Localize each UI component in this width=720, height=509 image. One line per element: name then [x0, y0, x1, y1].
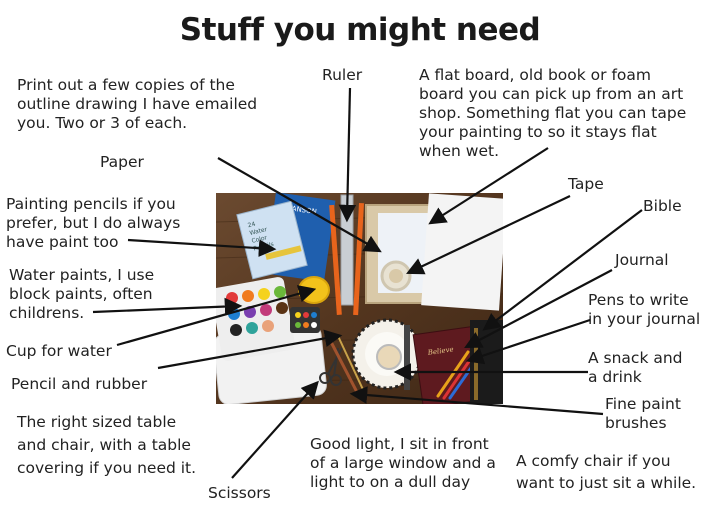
label-flat-board: A flat board, old book or foam board you…	[419, 66, 687, 160]
drink-cup	[376, 344, 402, 370]
label-pencil-rubber: Pencil and rubber	[11, 375, 148, 393]
arrow-water-paints	[92, 297, 243, 316]
label-print-out: Print out a few copies of the outline dr…	[17, 76, 258, 132]
label-journal: Journal	[615, 251, 669, 269]
arrow-cup	[116, 285, 317, 347]
label-cup: Cup for water	[6, 342, 112, 360]
arrow-journal	[464, 269, 613, 349]
arrow-flat-board	[428, 147, 549, 225]
arrow-ruler	[338, 87, 357, 223]
label-tape: Tape	[568, 175, 604, 193]
arrow-tape	[406, 195, 571, 275]
label-scissors: Scissors	[208, 484, 271, 502]
svg-text:Water: Water	[249, 226, 268, 237]
label-comfy-chair: A comfy chair if you want to just sit a …	[516, 452, 697, 492]
label-light: Good light, I sit in front of a large wi…	[310, 435, 496, 491]
arrow-bible	[482, 209, 643, 331]
label-paper: Paper	[100, 153, 144, 171]
page-title: Stuff you might need	[179, 12, 541, 48]
label-pens: Pens to write in your journal	[588, 291, 701, 328]
label-ruler: Ruler	[322, 66, 363, 84]
label-brushes: Fine paint brushes	[605, 395, 681, 432]
label-snack: A snack and a drink	[588, 349, 683, 386]
arrow-painting-pencils	[127, 238, 277, 257]
arrow-paper	[217, 157, 382, 253]
label-water-paints: Water paints, I use block paints, often …	[9, 266, 155, 322]
label-table: The right sized table and chair, with a …	[17, 413, 197, 477]
svg-text:24: 24	[247, 221, 256, 230]
arrow-pencil-rubber	[157, 329, 343, 370]
orange-pencils	[329, 204, 342, 316]
arrow-pens	[465, 318, 591, 365]
label-painting-pencils: Painting pencils if you prefer, but I do…	[6, 195, 181, 251]
label-bible: Bible	[643, 197, 682, 215]
journal-cover-text: Believe	[426, 345, 454, 357]
arrow-brushes	[349, 386, 604, 416]
arrow-scissors	[231, 380, 319, 479]
